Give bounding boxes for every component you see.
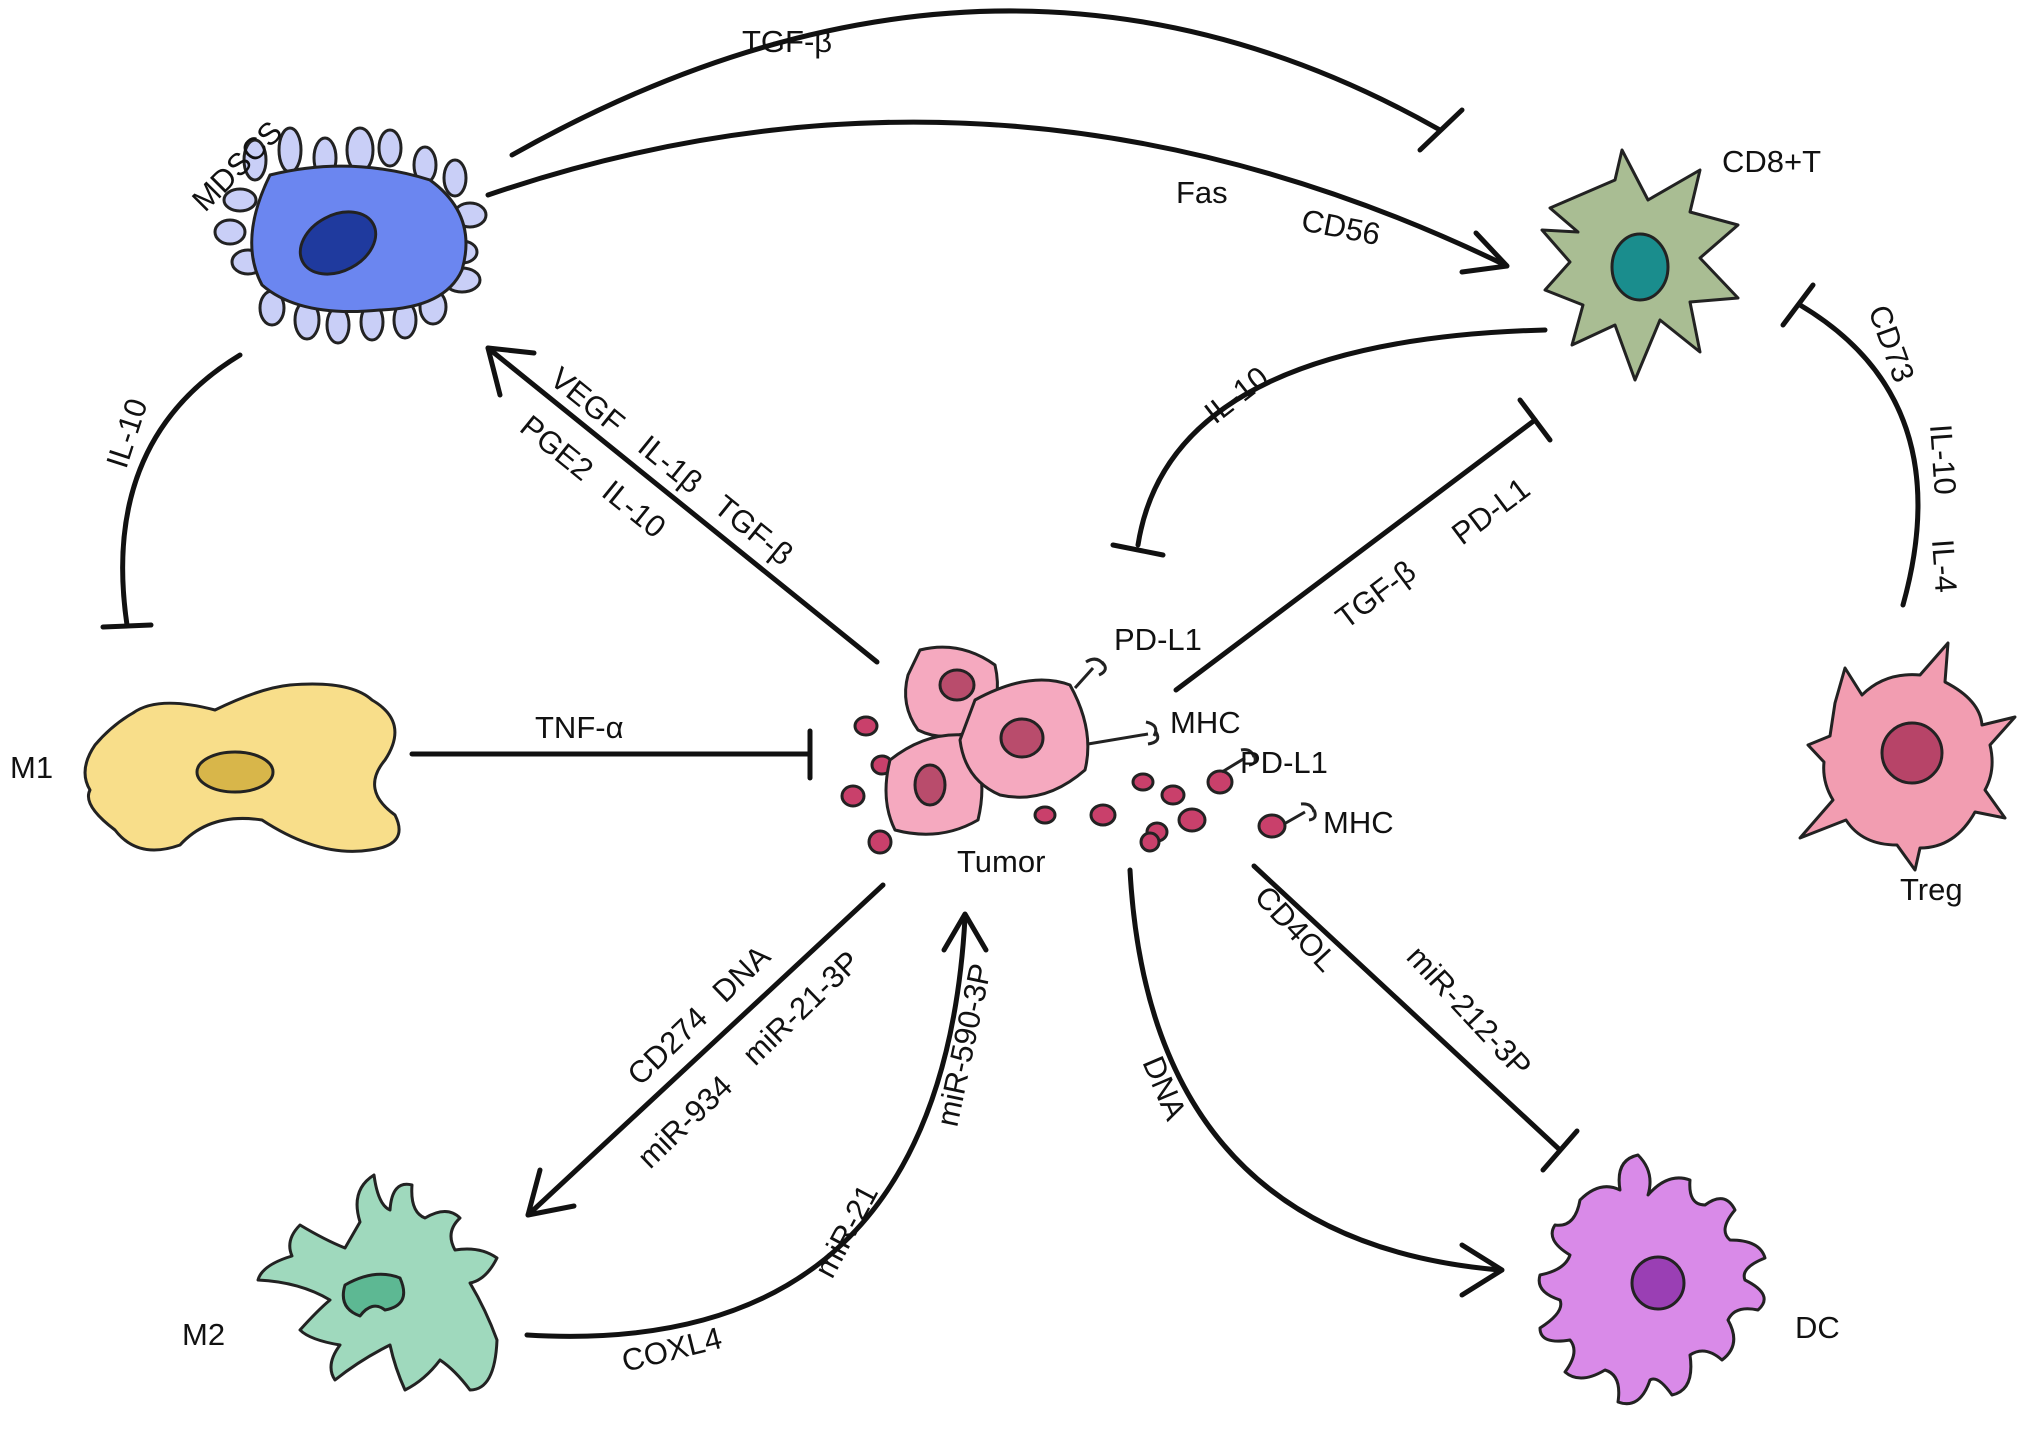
cd8t-cell: CD8+T <box>1540 144 1821 382</box>
edges <box>100 8 1921 1339</box>
label-tumor-dc-mir212: miR-212-3P <box>1400 939 1538 1084</box>
receptor-mhc-b <box>1283 802 1317 826</box>
edge-mdscs-cd8-inhibit <box>509 8 1443 158</box>
tumor-cluster: Tumor PD-L1 MHC PD-L1 MHC <box>840 622 1394 879</box>
m1-label: M1 <box>10 750 53 785</box>
marker-pdl1-a: PD-L1 <box>1114 622 1202 657</box>
edge-tumor-cd8-bar <box>1517 397 1553 443</box>
edge-cd8-tumor-bar <box>1110 542 1166 558</box>
label-tumor-dc-cd40l: CD4OL <box>1248 879 1344 978</box>
m1-cell: M1 <box>10 682 401 853</box>
m2-nucleus <box>341 1272 406 1318</box>
edge-m2-tumor <box>524 915 968 1339</box>
label-mdscs-cd8-fas: Fas <box>1176 175 1228 210</box>
label-tumor-cd8-pdl1: PD-L1 <box>1445 471 1536 552</box>
label-mdscs-cd8-cd56: CD56 <box>1299 203 1383 252</box>
edge-tumor-dc-dna <box>1127 867 1503 1273</box>
edge-tumor-mdscs-arrowhead <box>485 345 537 398</box>
label-treg-cd8-il10: IL-10 <box>1923 423 1963 496</box>
edge-tumor-dc-inhibit-bar <box>1540 1128 1580 1173</box>
edge-treg-cd8 <box>1797 302 1921 608</box>
edge-mdscs-m1-bar <box>100 622 154 630</box>
edge-tumor-dc-dna-arrowhead <box>1459 1242 1505 1298</box>
edge-tumor-m2-arrowhead <box>525 1167 577 1218</box>
label-m1-tumor-tnfa: TNF-α <box>535 710 624 745</box>
edge-tumor-cd8 <box>1173 417 1538 693</box>
receptor-pdl1-b <box>1221 748 1257 774</box>
label-treg-cd8-il4: IL-4 <box>1925 538 1964 594</box>
label-m2-tumor-mir21: miR-21 <box>807 1179 885 1284</box>
edge-mdscs-m1 <box>120 352 243 628</box>
tumor-nucleus-3 <box>999 717 1045 759</box>
label-tumor-m2-cd274: CD274 <box>621 1000 715 1092</box>
treg-cell: Treg <box>1798 641 2017 907</box>
m2-label: M2 <box>182 1317 225 1352</box>
treg-label: Treg <box>1900 872 1963 907</box>
mdscs-nucleus <box>298 210 378 276</box>
label-tumor-mdscs-il10: IL-10 <box>596 473 673 545</box>
receptor-mhc-a <box>1087 720 1160 746</box>
m2-cell: M2 <box>182 1173 499 1392</box>
tumor-nucleus-2 <box>913 763 947 807</box>
edge-m2-tumor-arrowhead <box>941 911 989 953</box>
edge-mdscs-cd8-inhibit-bar <box>1417 107 1465 153</box>
receptor-pdl1-a <box>1073 657 1107 690</box>
edge-treg-cd8-bar <box>1780 282 1816 328</box>
label-tumor-m2-dna: DNA <box>706 938 778 1009</box>
marker-mhc-b: MHC <box>1323 805 1394 840</box>
label-tumor-mdscs-il1b: IL-1β <box>632 428 709 500</box>
marker-mhc-a: MHC <box>1170 705 1241 740</box>
marker-pdl1-b: PD-L1 <box>1240 745 1328 780</box>
edge-tumor-mdscs <box>485 345 880 665</box>
dc-label: DC <box>1795 1310 1840 1345</box>
cd8t-label: CD8+T <box>1722 144 1821 179</box>
edge-cd8-tumor <box>1135 327 1548 548</box>
m1-nucleus <box>195 750 275 794</box>
edge-tumor-m2 <box>525 882 886 1218</box>
mdscs-cell: MDSCS <box>185 114 488 345</box>
treg-nucleus <box>1880 721 1944 785</box>
tumor-nucleus-1 <box>938 668 976 702</box>
edge-tumor-dc-inhibit <box>1251 863 1563 1153</box>
edge-mdscs-cd8-arrow <box>485 119 1508 268</box>
label-treg-cd8-cd73: CD73 <box>1861 300 1921 386</box>
label-m2-tumor-mir590: miR-590-3P <box>930 960 999 1129</box>
mdscs-blebs <box>213 126 488 345</box>
tumor-label: Tumor <box>957 844 1045 879</box>
label-mdscs-cd8-tgfb: TGF-β <box>742 24 832 59</box>
edge-mdscs-cd8-arrowhead <box>1459 230 1510 275</box>
dc-nucleus <box>1630 1255 1686 1311</box>
dc-cell: DC <box>1537 1153 1840 1406</box>
cd8t-nucleus <box>1610 232 1670 302</box>
